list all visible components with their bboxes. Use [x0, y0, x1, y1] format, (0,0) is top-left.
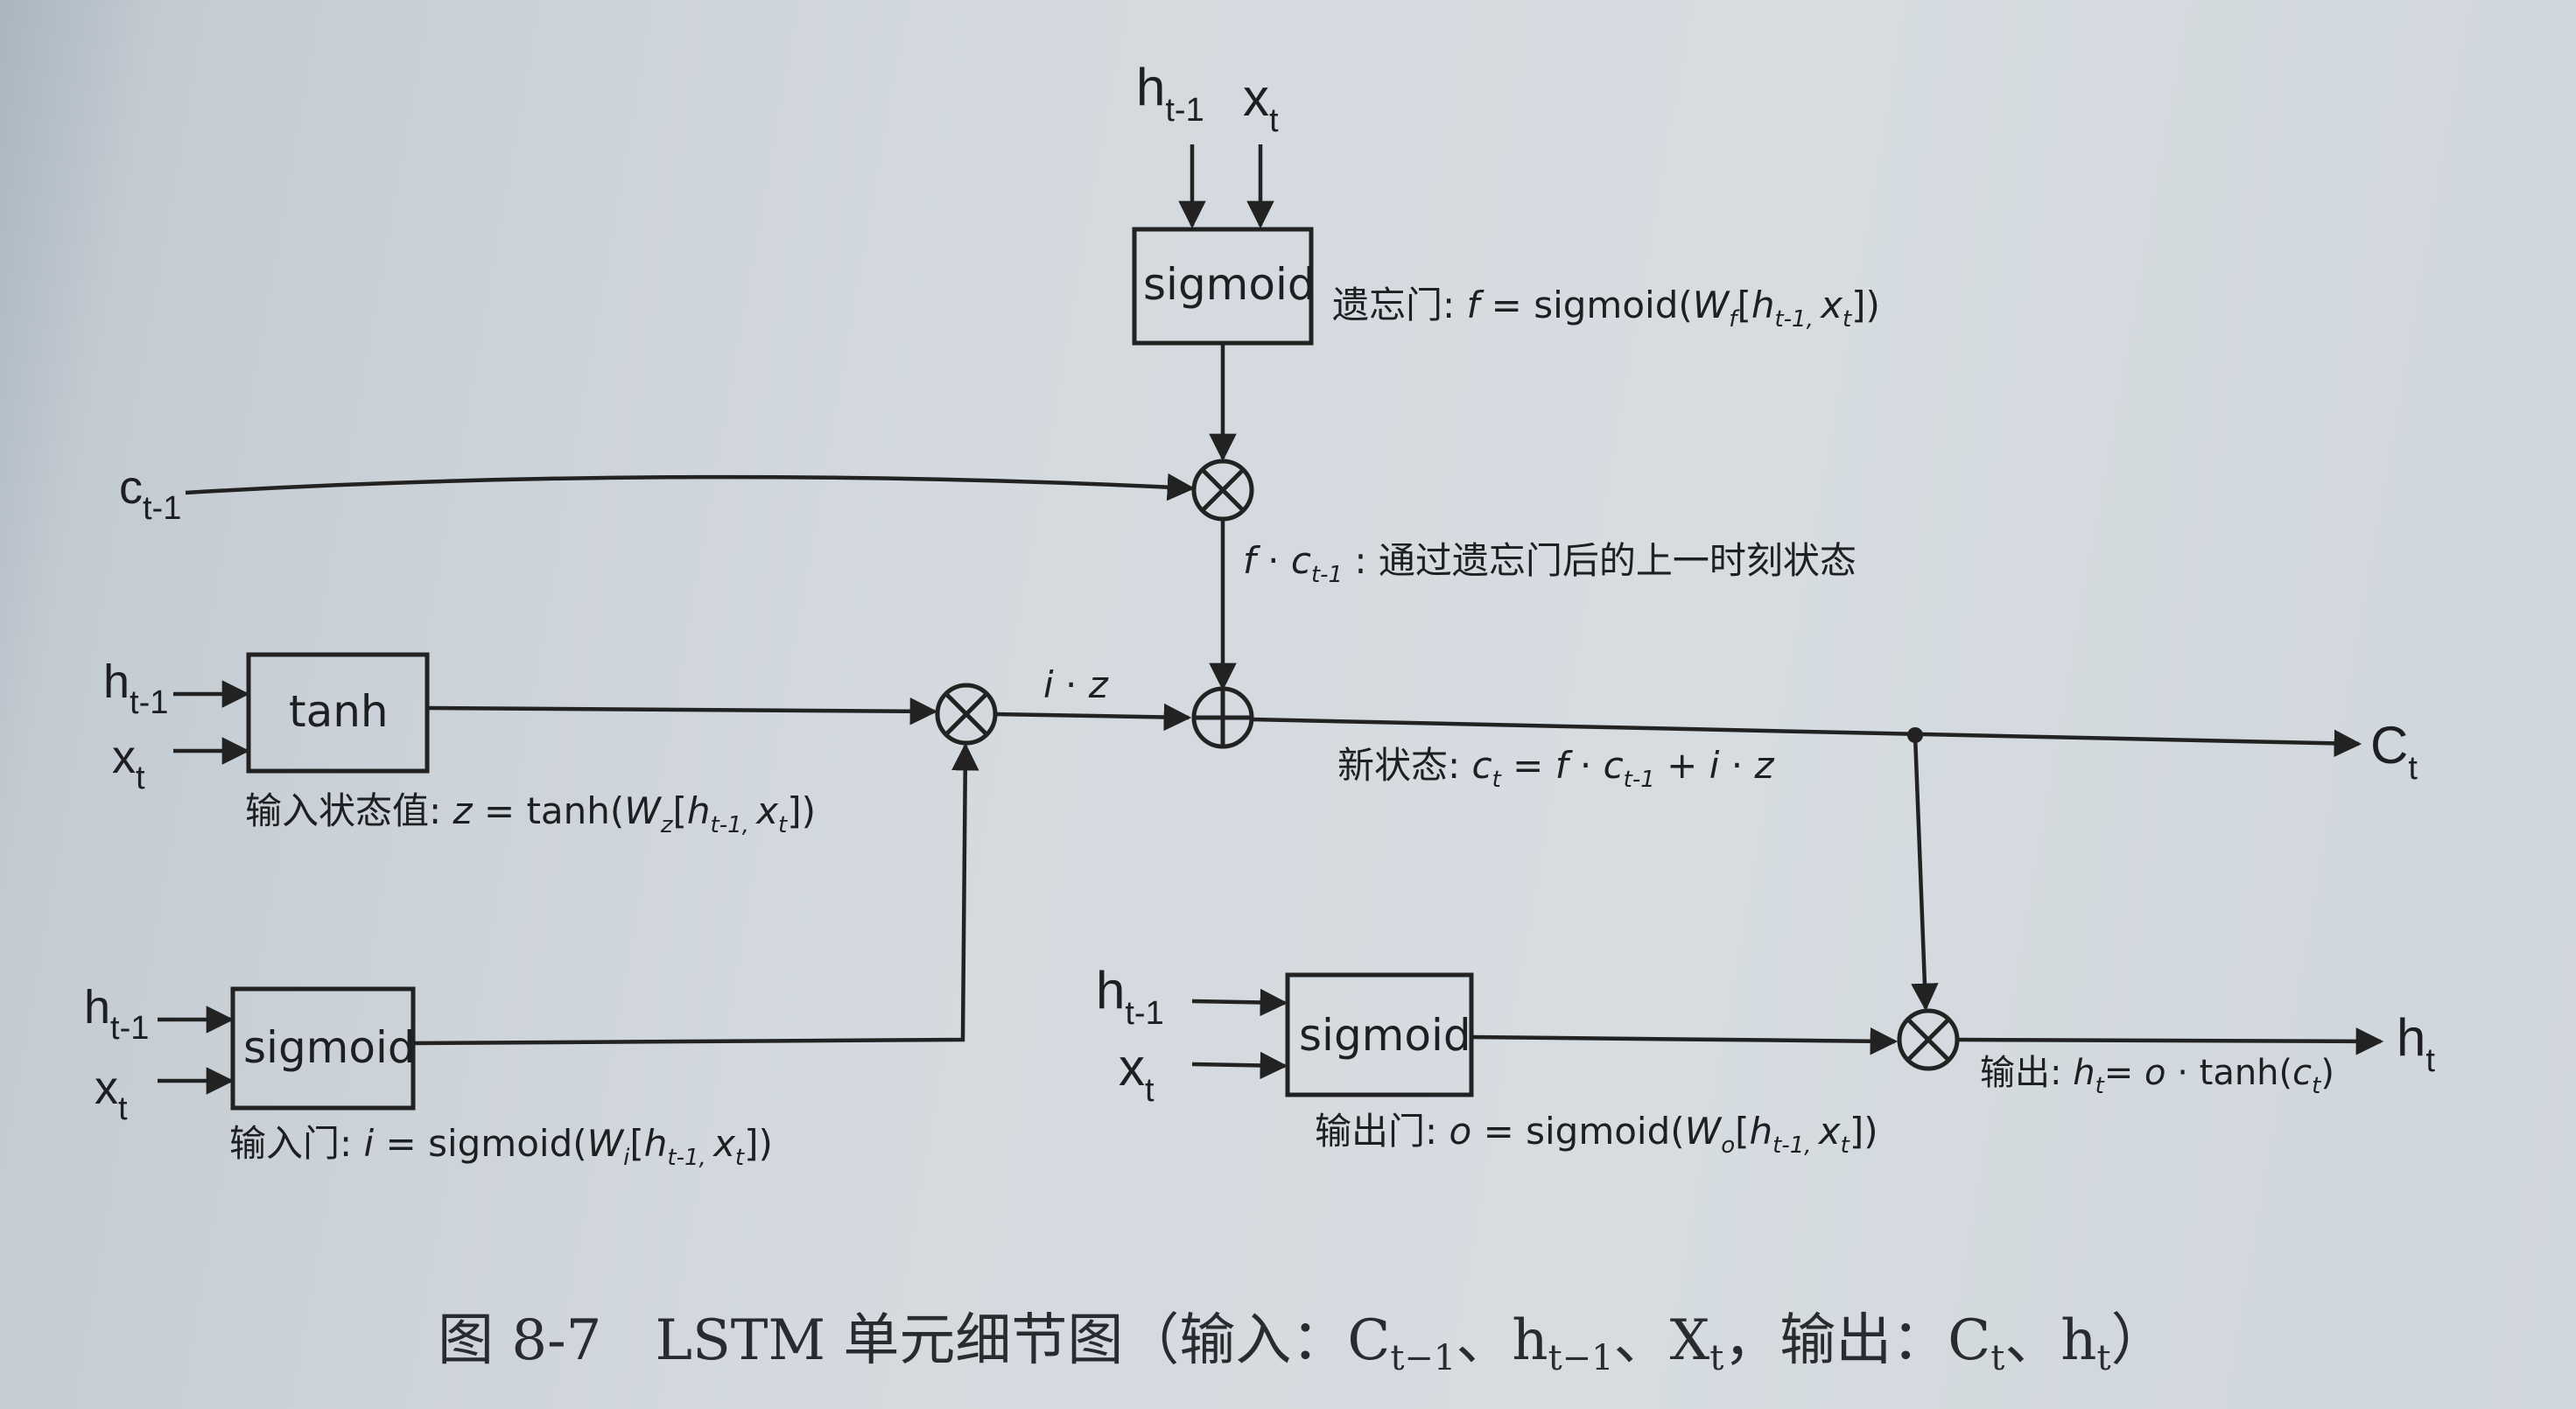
output-multiply-op	[1897, 1008, 1960, 1071]
input-gate-formula: 输入门: i = sigmoid(Wi[ht-1, xt])	[229, 1122, 773, 1171]
iz-label: i · z	[1043, 663, 1108, 706]
forget-gate-box-label: sigmoid	[1143, 259, 1316, 310]
output-x-input-arrow	[1191, 1051, 1288, 1080]
cell-state-input-line	[185, 473, 1196, 501]
input-gate-to-multiply-arrow	[412, 742, 979, 1046]
forget-product-label: f · ct-1 : 通过遗忘门后的上一时刻状态	[1243, 539, 1857, 588]
input-gate-x-input-label: xt	[95, 1062, 128, 1127]
tanh-box-label: tanh	[289, 686, 389, 737]
forget-multiply-op	[1191, 459, 1254, 522]
output-gate-x-input-label: xt	[1119, 1038, 1155, 1109]
input-gate-box	[230, 986, 416, 1111]
output-gate-formula: 输出门: o = sigmoid(Wo[ht-1, xt])	[1315, 1110, 1878, 1159]
forget-gate-x-input-label: xt	[1243, 68, 1279, 139]
add-op	[1191, 686, 1254, 749]
hidden-output-label: ht	[2397, 1008, 2435, 1079]
iz-to-add-arrow	[994, 703, 1192, 732]
forget-gate-h-input-label: ht-1	[1136, 58, 1204, 129]
cell-state-output-arrow	[1251, 717, 2362, 758]
output-gate-box-label: sigmoid	[1299, 1010, 1471, 1061]
hidden-output-arrow	[1956, 1027, 2384, 1055]
tanh-to-multiply-arrow	[426, 697, 938, 726]
candidate-formula: 输入状态值: z = tanh(Wz[ht-1, xt])	[245, 789, 816, 838]
cell-state-to-output-multiply-arrow	[1911, 734, 1939, 1012]
tanh-h-input-label: ht-1	[103, 655, 169, 721]
output-gate-h-input-label: ht-1	[1096, 961, 1164, 1032]
new-state-formula: 新状态: ct = f · ct-1 + i · z	[1337, 744, 1774, 793]
input-gate-box-label: sigmoid	[243, 1022, 416, 1073]
output-formula: 输出: ht= o · tanh(ct)	[1980, 1053, 2334, 1099]
figure-caption: 图 8-7 LSTM 单元细节图（输入：Ct−1、ht−1、Xt，输出：Ct、h…	[438, 1308, 2167, 1378]
tanh-box	[246, 652, 430, 774]
output-gate-box	[1285, 972, 1474, 1097]
output-h-input-arrow	[1191, 988, 1288, 1017]
cell-state-prev-label: ct-1	[119, 461, 182, 527]
forget-gate-formula: 遗忘门: f = sigmoid(Wf[ht-1, xt])	[1332, 284, 1880, 333]
output-gate-to-multiply-arrow	[1470, 1027, 1899, 1055]
input-multiply-op	[935, 683, 998, 746]
cell-state-output-label: Ct	[2370, 716, 2418, 787]
input-gate-h-input-label: ht-1	[84, 981, 150, 1047]
tanh-x-input-label: xt	[112, 731, 145, 796]
